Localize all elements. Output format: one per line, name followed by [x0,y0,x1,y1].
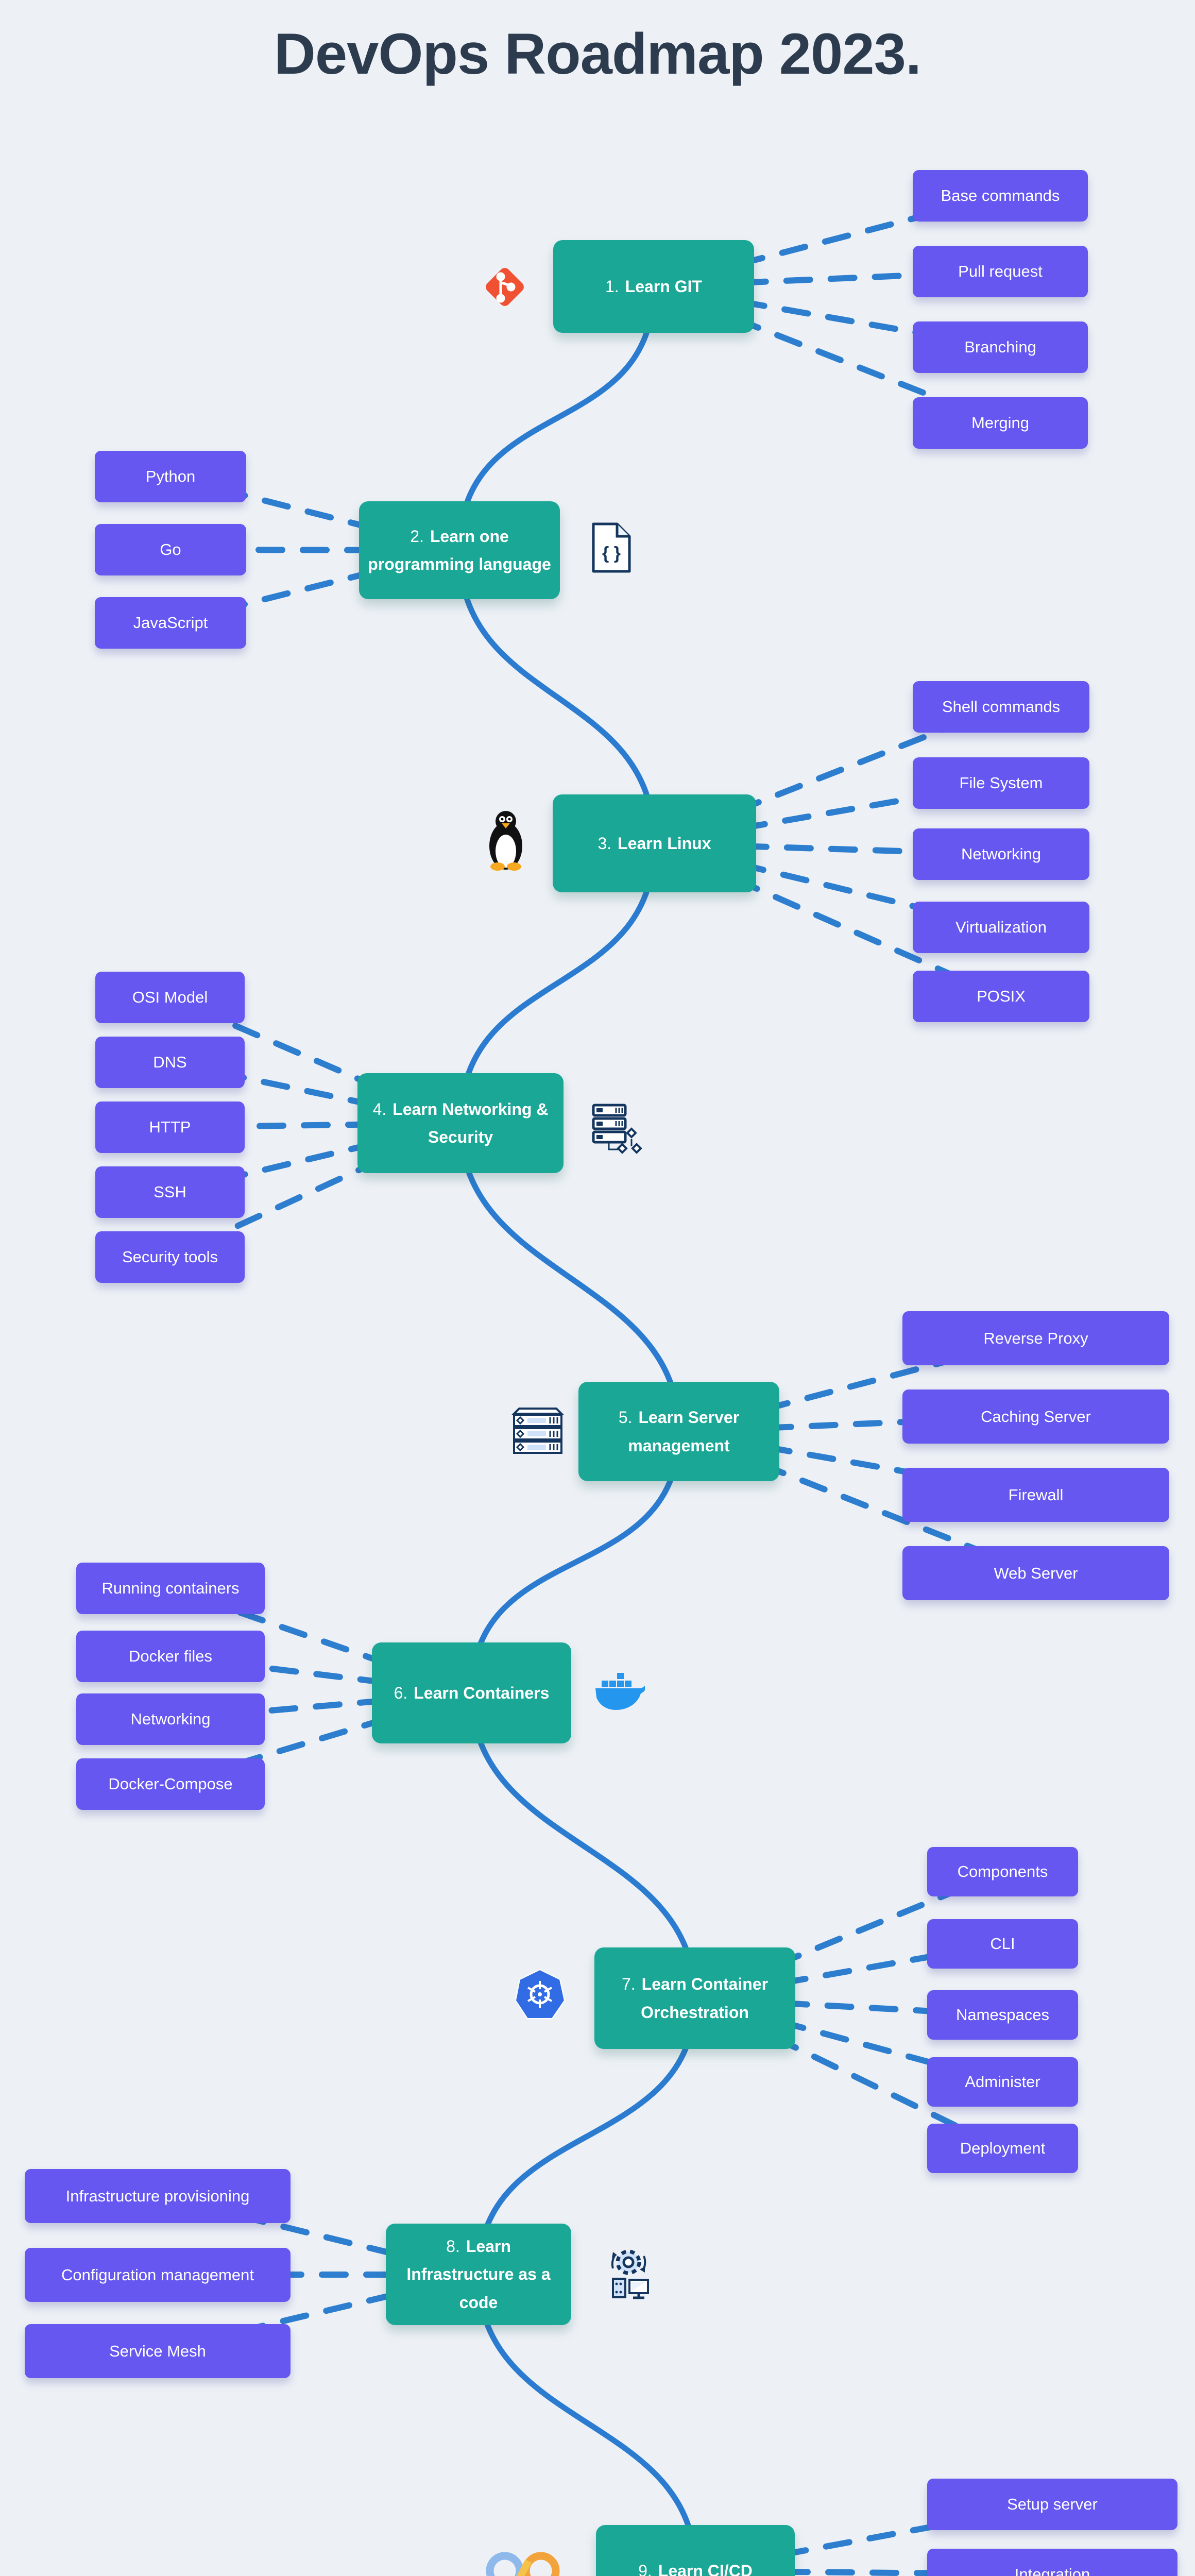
step-node-5: 5.Learn Server management [578,1382,779,1481]
topic-box: JavaScript [95,597,246,649]
topic-box: OSI Model [95,972,245,1023]
topic-box: Configuration management [25,2248,291,2302]
topic-box: Shell commands [913,681,1089,733]
topic-box: Integration [927,2549,1177,2576]
topic-box: Components [927,1847,1078,1896]
topic-box: Security tools [95,1231,245,1283]
iac-gear-icon [600,2247,655,2300]
topic-box: SSH [95,1166,245,1218]
step-node-4: 4.Learn Networking & Security [357,1073,564,1173]
topic-box: DNS [95,1037,245,1088]
topic-box: Pull request [913,246,1088,297]
step-label: 3.Learn Linux [598,834,711,853]
topic-box: Networking [913,828,1089,880]
step-label: 4.Learn Networking & Security [372,1099,549,1146]
topic-box: Caching Server [902,1389,1169,1444]
code-file-icon: { } [587,522,634,573]
step-node-2: 2.Learn one programming language [359,501,560,599]
step-node-7: 7.Learn Container Orchestration [594,1947,795,2049]
topic-box: Python [95,451,246,502]
server-rack-icon [511,1406,565,1458]
topic-box: Web Server [902,1546,1169,1600]
network-security-icon [591,1103,642,1156]
step-node-1: 1.Learn GIT [553,240,754,333]
step-label: 1.Learn GIT [605,277,703,296]
step-node-8: 8.Learn Infrastructure as a code [386,2224,571,2325]
topic-box: Docker files [76,1631,265,1682]
step-label: 6.Learn Containers [394,1683,550,1702]
topic-box: Infrastructure provisioning [25,2169,291,2223]
topic-box: Virtualization [913,902,1089,953]
topic-box: Service Mesh [25,2324,291,2378]
step-node-6: 6.Learn Containers [372,1642,571,1743]
topic-box: Base commands [913,170,1088,222]
topic-box: Go [95,524,246,575]
step-label: 2.Learn one programming language [368,527,551,573]
topic-box: POSIX [913,971,1089,1022]
topic-box: Setup server [927,2479,1177,2530]
step-node-9: 9.Learn CI/CD [596,2525,795,2576]
step-label: 5.Learn Server management [618,1408,740,1455]
kubernetes-icon [516,1969,565,2020]
step-label: 7.Learn Container Orchestration [621,1975,769,2022]
page-title: DevOps Roadmap 2023. [274,22,921,86]
step-node-3: 3.Learn Linux [553,794,756,892]
topic-box: Merging [913,397,1088,449]
svg-text:{ }: { } [602,544,621,563]
linux-tux-icon [483,808,528,871]
topic-box: Running containers [76,1563,265,1614]
topic-box: Firewall [902,1468,1169,1522]
topic-box: Docker-Compose [76,1758,265,1810]
topic-box: Administer [927,2057,1078,2107]
topic-box: HTTP [95,1101,245,1153]
topic-box: CLI [927,1919,1078,1969]
topic-box: Networking [76,1693,265,1745]
topic-box: Deployment [927,2124,1078,2173]
topic-box: Branching [913,321,1088,373]
topic-box: File System [913,757,1089,809]
docker-whale-icon [593,1672,645,1714]
step-label: 9.Learn CI/CD [638,2561,753,2576]
step-label: 8.Learn Infrastructure as a code [406,2236,551,2312]
cicd-infinity-icon [479,2549,575,2576]
topic-box: Reverse Proxy [902,1311,1169,1365]
git-icon [479,260,531,314]
topic-box: Namespaces [927,1990,1078,2040]
